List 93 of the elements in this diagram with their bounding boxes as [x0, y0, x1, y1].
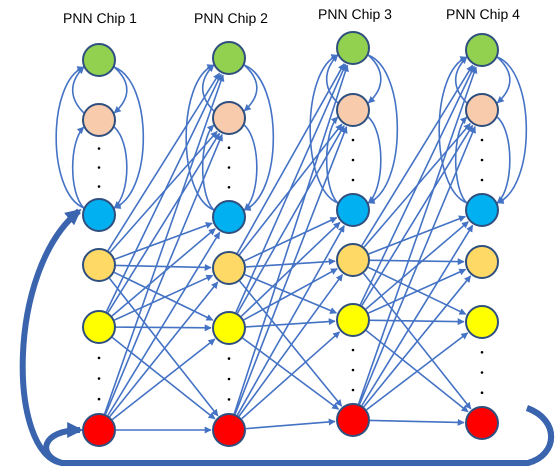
arrow: [454, 116, 468, 204]
neuron-circle: [82, 413, 116, 447]
arrow: [244, 268, 338, 321]
arrow: [361, 224, 474, 406]
neuron-circle: [212, 200, 246, 234]
arrow: [309, 54, 338, 204]
neuron-circle: [465, 33, 499, 67]
arrow: [368, 116, 382, 204]
arrow: [72, 66, 84, 114]
arrow: [244, 124, 258, 210]
arrow: [246, 318, 336, 328]
arrow: [368, 54, 382, 104]
arrow: [236, 225, 345, 416]
neuron-circle: [336, 303, 370, 337]
arrow: [368, 54, 398, 204]
feedback-arrow: [44, 405, 554, 466]
arrow: [454, 56, 468, 104]
arrow: [244, 64, 258, 112]
arrow: [114, 126, 128, 208]
neuron-circle: [82, 248, 116, 282]
arrow: [240, 222, 341, 317]
neuron-circle: [82, 198, 116, 232]
arrow: [242, 337, 340, 410]
arrow: [370, 258, 465, 266]
arrow: [244, 64, 274, 211]
arrow: [114, 66, 128, 114]
neuron-circle: [336, 93, 370, 127]
neuron-circle: [465, 93, 499, 127]
neuron-circle: [465, 305, 499, 339]
arrow: [370, 318, 465, 326]
arrow: [360, 66, 475, 305]
neuron-circle: [212, 413, 246, 447]
arrow: [114, 66, 144, 209]
neuron-circle: [465, 193, 499, 227]
arrow: [234, 126, 348, 414]
arrow: [235, 64, 346, 313]
chip-heading: PNN Chip 1: [63, 10, 137, 26]
arrow: [107, 72, 220, 252]
neuron-circle: [82, 310, 116, 344]
arrow: [107, 132, 220, 313]
neuron-circle: [336, 403, 370, 437]
arrow: [358, 126, 476, 405]
arrow: [202, 64, 214, 112]
arrow: [496, 56, 528, 204]
chip-heading: PNN Chip 2: [194, 10, 268, 26]
neuron-circle: [336, 31, 370, 65]
neuron-circle: [212, 101, 246, 135]
arrow: [236, 63, 345, 254]
arrow: [368, 216, 466, 255]
arrow: [116, 324, 212, 332]
arrow: [370, 418, 465, 426]
neuron-circle: [465, 406, 499, 440]
arrow: [233, 64, 349, 414]
arrow: [246, 418, 336, 430]
arrow: [104, 74, 224, 414]
arrow: [361, 64, 474, 246]
neuron-circle: [82, 43, 116, 77]
arrow: [244, 274, 338, 314]
arrow: [111, 228, 216, 317]
chip-heading: PNN Chip 4: [446, 6, 520, 22]
arrow: [438, 56, 468, 204]
arrow: [107, 232, 220, 416]
neuron-circle: [336, 193, 370, 227]
arrow: [496, 56, 511, 104]
arrow: [116, 264, 212, 271]
arrow: [326, 54, 338, 104]
neuron-circle: [212, 41, 246, 75]
arrow: [246, 258, 336, 268]
arrow: [202, 124, 214, 210]
arrow: [361, 124, 474, 306]
chip-heading: PNN Chip 3: [318, 6, 392, 22]
arrow: [238, 124, 343, 256]
arrow: [365, 221, 469, 310]
arrow: [236, 125, 345, 314]
arrow: [244, 216, 338, 262]
arrow: [55, 66, 84, 209]
arrow: [496, 116, 511, 204]
arrow: [326, 116, 338, 204]
neuron-circle: [465, 245, 499, 279]
neuron-circle: [212, 251, 246, 285]
arrow: [110, 130, 218, 253]
neuron-circle: [212, 311, 246, 345]
arrow: [106, 74, 222, 312]
arrow: [114, 222, 213, 260]
arrow: [358, 66, 478, 404]
arrow: [363, 123, 471, 248]
arrow: [104, 134, 223, 415]
neuron-circle: [82, 103, 116, 137]
arrow: [241, 331, 340, 420]
neuron-circle: [336, 243, 370, 277]
arrow: [185, 64, 214, 211]
arrow: [72, 126, 84, 208]
arrow: [116, 426, 212, 434]
